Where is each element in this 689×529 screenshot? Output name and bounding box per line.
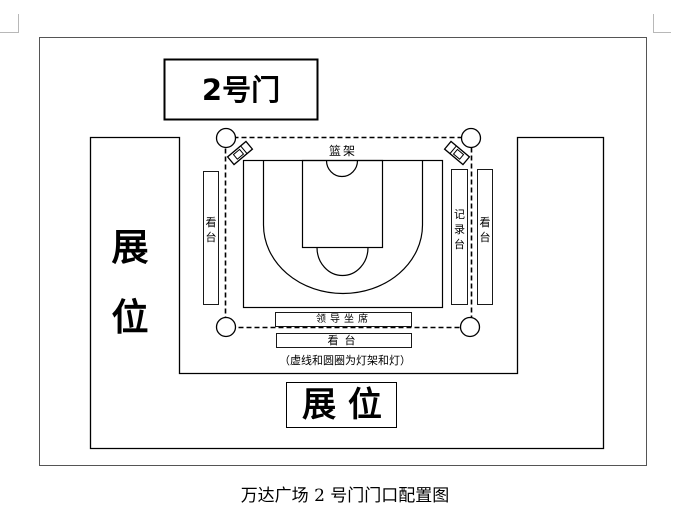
lamp-circle-bottom-right xyxy=(459,316,481,338)
bottom-booth-box xyxy=(286,382,397,428)
lamp-circle-top-left xyxy=(215,127,237,149)
lamp-circle-bottom-left xyxy=(215,316,237,338)
page-corner-mark-left-v xyxy=(18,14,19,33)
diagram-caption: 万达广场 2 号门门口配置图 xyxy=(240,486,450,506)
free-throw-circle-arc xyxy=(316,247,369,277)
booth-outline xyxy=(89,136,605,450)
gate-label: 2号门 xyxy=(201,73,281,107)
page-corner-mark-left-h xyxy=(0,32,18,33)
bottom-booth-label: 展 位 xyxy=(302,385,382,425)
lighting-note: （虚线和圆圈为灯架和灯） xyxy=(279,354,411,367)
bottom-stand-label: 看台 xyxy=(327,334,362,347)
lamp-circle-top-right xyxy=(460,127,482,149)
court-boundary xyxy=(242,159,444,309)
left-stand-label: 看台 xyxy=(205,216,217,244)
record-table-box xyxy=(451,169,468,305)
vip-seats-label: 领导坐席 xyxy=(316,314,372,325)
free-throw-lane xyxy=(301,159,384,249)
right-stand-box xyxy=(477,169,493,305)
left-booth-label: 展位 xyxy=(111,226,149,339)
right-stand-label: 看台 xyxy=(479,216,491,244)
record-table-label: 记录台 xyxy=(454,208,465,251)
three-point-line xyxy=(262,160,424,295)
outer-frame xyxy=(39,37,647,466)
light-rig-dashed-frame xyxy=(224,136,473,329)
vip-seats-box xyxy=(275,312,412,327)
hoop-restricted-arc xyxy=(325,160,359,178)
page-corner-mark-right-h xyxy=(653,32,671,33)
left-stand-box xyxy=(203,171,219,305)
bottom-stand-box xyxy=(276,333,412,348)
spotlight-icon-left xyxy=(226,140,254,166)
page-corner-mark-right-v xyxy=(653,14,654,33)
spotlight-icon-right xyxy=(443,140,471,166)
hoop-label: 篮架 xyxy=(318,144,368,158)
gate-box xyxy=(163,58,319,121)
